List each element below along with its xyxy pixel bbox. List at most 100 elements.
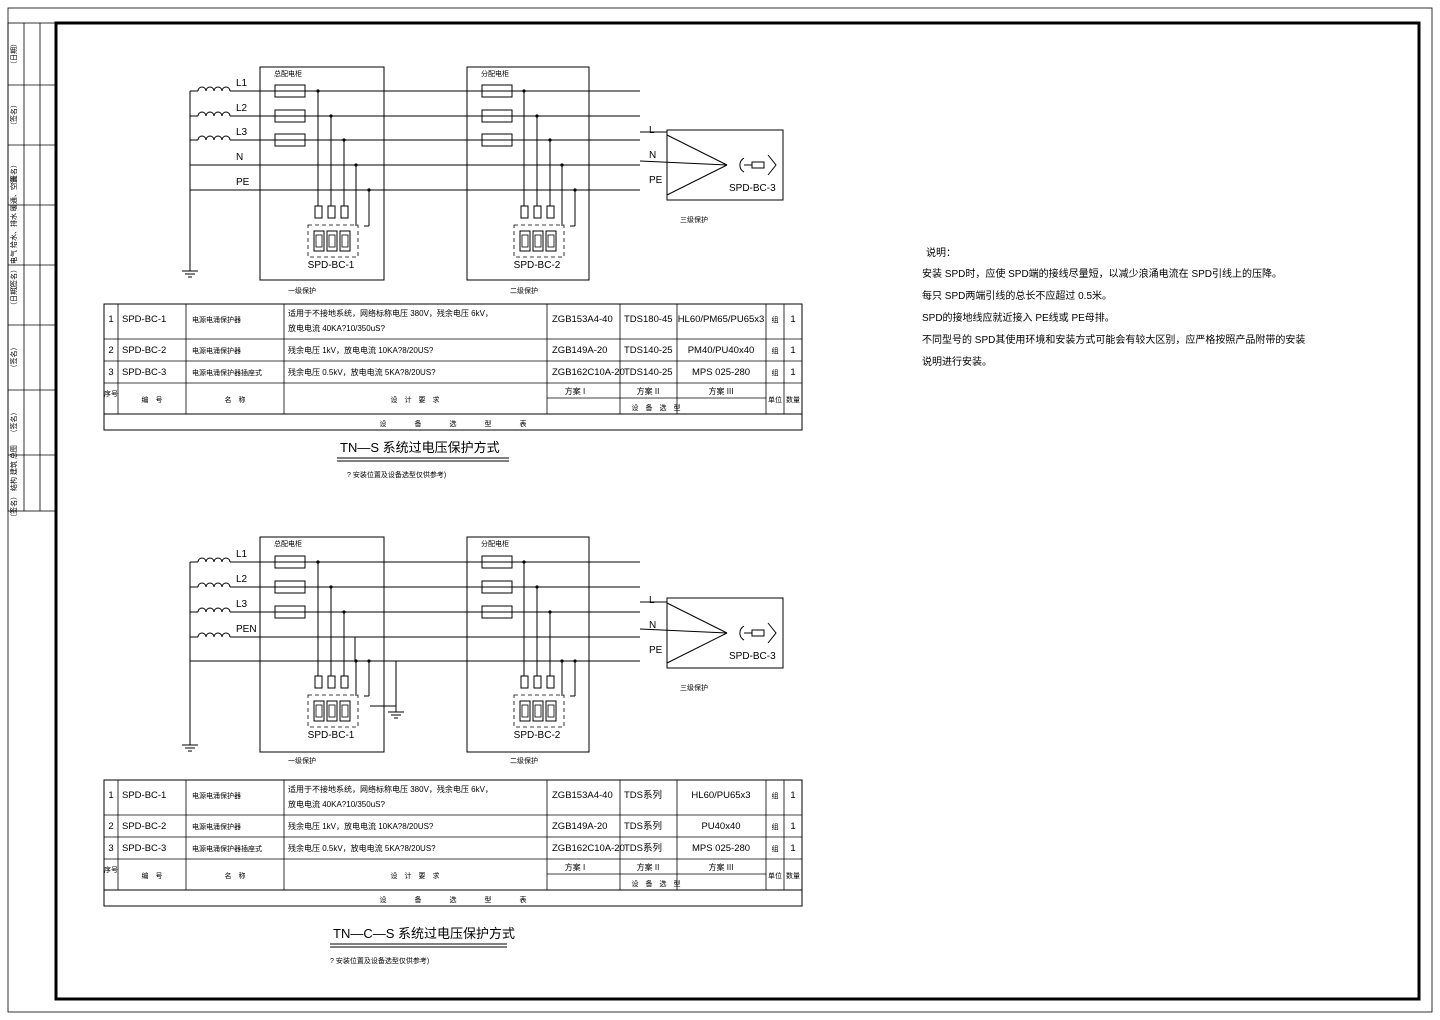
stage1-label: 一级保护 (288, 286, 316, 295)
cell-opt3: HL60/PM65/PU65x3 (678, 314, 765, 325)
cell-opt2: TDS系列 (624, 789, 662, 801)
cell-req: 放电电流 40KA?10/350uS? (288, 799, 385, 809)
spd-module-inner (341, 234, 349, 248)
cell-no: 2 (108, 821, 113, 832)
header-model: 编 号 (142, 395, 163, 404)
cell-req: 残余电压 0.5kV，放电电流 5KA?8/20US? (288, 367, 436, 377)
note-line: 说明进行安装。 (922, 355, 992, 368)
transformer-coil-icon (197, 135, 231, 141)
fuse-icon (481, 580, 513, 594)
socket-icon (739, 157, 745, 173)
junction-dot (535, 585, 539, 589)
incoming-line-label: L2 (236, 103, 248, 114)
cell-name: 电源电涌保护器 (192, 822, 241, 831)
cell-unit: 组 (772, 346, 779, 355)
plug-icon (767, 622, 777, 644)
spd-module-icon (519, 230, 531, 252)
cell-opt1: ZGB153A4-40 (552, 314, 613, 325)
spd-fuse-icon (327, 205, 336, 219)
spd-module-inner (315, 234, 323, 248)
header-opt1: 方案 I (565, 386, 585, 396)
cell-no: 1 (108, 314, 113, 325)
header-req: 设 计 要 求 (391, 395, 440, 404)
spd-fuse-icon (340, 675, 349, 689)
cell-req: 残余电压 1kV，放电电流 10KA?8/20US? (288, 345, 434, 355)
table-footer: 设 备 选 型 表 (380, 895, 527, 904)
output-line-label: PE (649, 645, 663, 656)
header-qty: 数量 (786, 871, 800, 880)
note-line: 不同型号的 SPD其使用环境和安装方式可能会有较大区别，应严格按照产品附带的安装 (922, 333, 1305, 346)
spd3-label: SPD-BC-3 (729, 183, 776, 194)
cell-opt2: TDS140-25 (624, 367, 673, 378)
strip-label: （签名） (9, 344, 18, 372)
table-border (103, 303, 803, 431)
stage1-label: 一级保护 (288, 756, 316, 765)
diagram-caption: TN—C—S 系统过电压保护方式 (333, 926, 515, 941)
spd3-label: SPD-BC-3 (729, 651, 776, 662)
header-opt2: 方案 II (637, 862, 660, 872)
junction-dot (573, 188, 577, 192)
stage2-label: 二级保护 (510, 756, 538, 765)
title-strip: （日期）（签名）（签名）（签名） 电气 给水、排水 暖通、空调（日期）（签名）（… (7, 22, 57, 521)
strip-label: （签名） (9, 101, 18, 129)
strip-label: （签名） 电气 给水、排水 暖通、空调 (9, 176, 18, 294)
spd-label: SPD-BC-1 (308, 730, 355, 741)
incoming-line-label: L1 (236, 549, 248, 560)
spd-module-inner (534, 234, 542, 248)
table-footer: 设 备 选 型 表 (380, 419, 527, 428)
cell-opt2: TDS180-45 (624, 314, 673, 325)
cell-opt1: ZGB162C10A-20 (552, 367, 625, 378)
transformer-coil-icon (197, 557, 231, 563)
output-line-label: PE (649, 175, 663, 186)
header-optgroup: 设 备 选 型 (632, 403, 681, 412)
spd-label: SPD-BC-1 (308, 260, 355, 271)
fuse-icon (481, 133, 513, 147)
spd-fuse-icon (327, 675, 336, 689)
fuse-icon (274, 133, 306, 147)
spd-module-icon (339, 700, 351, 722)
cell-unit: 组 (772, 315, 779, 324)
cell-no: 3 (108, 367, 113, 378)
cell-opt2: TDS系列 (624, 820, 662, 832)
cell-model: SPD-BC-2 (122, 821, 166, 832)
main-panel-box (259, 536, 385, 753)
spd-module-inner (547, 234, 555, 248)
notes-title: 说明： (926, 246, 956, 259)
notes-block: 说明： 安装 SPD时，应使 SPD端的接线尽量短，以减少浪涌电流在 SPD引线… (922, 246, 1305, 368)
cell-qty: 1 (790, 790, 795, 801)
spd3-device-box (666, 129, 784, 201)
cell-no: 1 (108, 790, 113, 801)
fuse-icon (274, 605, 306, 619)
junction-dot (367, 659, 371, 663)
wire (666, 602, 728, 634)
junction-dot (560, 163, 564, 167)
cell-qty: 1 (790, 821, 795, 832)
spd3-device-box (666, 597, 784, 669)
header-opt3: 方案 III (709, 386, 734, 396)
junction-dot (573, 659, 577, 663)
spd-module-icon (326, 230, 338, 252)
header-no: 序号 (104, 865, 118, 874)
plug-icon (767, 154, 777, 176)
spd-fuse-icon (533, 675, 542, 689)
junction-dot (354, 163, 358, 167)
junction-dot (342, 138, 346, 142)
strip-label: （签名） (9, 409, 18, 437)
spd-module-icon (532, 230, 544, 252)
spd-fuse-icon (546, 675, 555, 689)
transformer-coil-icon (197, 632, 231, 638)
spd-module-icon (339, 230, 351, 252)
incoming-line-label: N (236, 152, 243, 163)
spd-module-icon (313, 700, 325, 722)
main-panel-box (259, 66, 385, 281)
wire (666, 134, 728, 166)
junction-dot (548, 138, 552, 142)
transformer-coil-icon (197, 607, 231, 613)
spd-fuse-icon (314, 205, 323, 219)
header-name: 名 称 (225, 871, 246, 880)
spd-module-inner (521, 234, 529, 248)
output-line-label: L (649, 595, 655, 606)
plug-icon (751, 629, 765, 637)
spd-enclosure (513, 694, 565, 728)
